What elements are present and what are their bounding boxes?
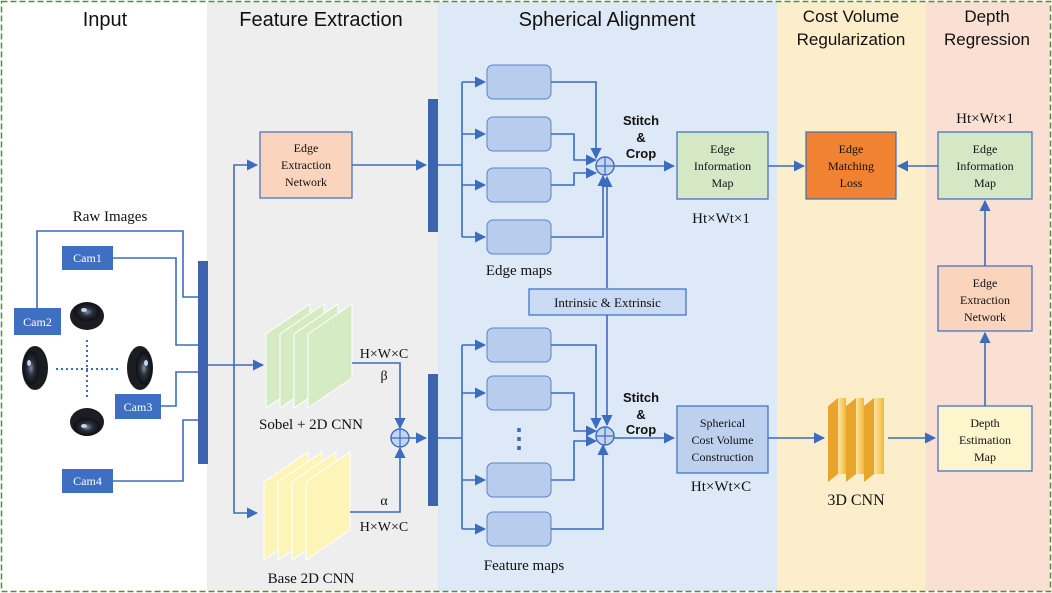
edge-maps-label: Edge maps: [486, 263, 552, 279]
section-title-input: Input: [83, 9, 128, 31]
feature-maps-label: Feature maps: [484, 558, 565, 574]
svg-text:Construction: Construction: [692, 450, 754, 464]
svg-text:Loss: Loss: [840, 176, 863, 190]
feature-map: [486, 327, 552, 363]
sobel-label: Sobel + 2D CNN: [259, 417, 363, 433]
sobel-cnn-stack: [265, 303, 353, 409]
svg-text:Cam2: Cam2: [23, 315, 52, 329]
edge-map: [486, 116, 552, 152]
feature-map: [486, 375, 552, 411]
cam3-box: Cam3: [115, 394, 161, 419]
stitch-crop-top-2: &: [636, 130, 645, 145]
svg-text:Intrinsic & Extrinsic: Intrinsic & Extrinsic: [554, 295, 661, 310]
feature-map: [486, 511, 552, 547]
plus-circle-icon: [595, 426, 615, 446]
svg-text:Edge: Edge: [973, 276, 998, 290]
raw-images-label: Raw Images: [73, 209, 148, 225]
stitch-crop-bottom-2: &: [636, 407, 645, 422]
dims-bottom: H×W×C: [360, 520, 408, 535]
depth-edge-information-map-box: Edge Information Map: [937, 131, 1033, 200]
depth-estimation-map-box: Depth Estimation Map: [937, 405, 1033, 472]
svg-text:Map: Map: [974, 176, 996, 190]
svg-text:Information: Information: [956, 159, 1013, 173]
svg-text:Spherical: Spherical: [700, 416, 746, 430]
svg-text:Map: Map: [712, 176, 734, 190]
section-title-costvol-2: Regularization: [797, 30, 906, 49]
cam2-box: Cam2: [14, 308, 61, 335]
spherical-cost-volume-box: Spherical Cost Volume Construction: [676, 405, 769, 474]
plus-circle-icon: [595, 156, 615, 176]
svg-text:Network: Network: [964, 310, 1006, 324]
dims-cost-volume: Ht×Wt×C: [691, 479, 751, 495]
stitch-crop-bottom-1: Stitch: [623, 390, 659, 405]
svg-text:Edge: Edge: [973, 142, 998, 156]
cam4-box: Cam4: [62, 469, 113, 493]
edge-map-boxes: [486, 64, 552, 255]
base-label: Base 2D CNN: [268, 571, 355, 587]
section-title-feature: Feature Extraction: [239, 9, 402, 31]
svg-text:Network: Network: [285, 175, 327, 189]
svg-text:Extraction: Extraction: [960, 293, 1010, 307]
fisheye-lens-icon: [70, 408, 104, 436]
feature-map-boxes: [486, 327, 552, 547]
svg-text:Cost Volume: Cost Volume: [692, 433, 754, 447]
svg-text:Information: Information: [694, 159, 751, 173]
svg-text:Extraction: Extraction: [281, 158, 331, 172]
svg-text:Matching: Matching: [828, 159, 874, 173]
base-cnn-stack: [263, 451, 351, 561]
section-title-alignment: Spherical Alignment: [519, 9, 696, 31]
stitch-crop-top-3: Crop: [626, 146, 656, 161]
svg-text:Estimation: Estimation: [959, 433, 1011, 447]
svg-text:Edge: Edge: [839, 142, 864, 156]
svg-text:Map: Map: [974, 450, 996, 464]
3d-cnn-stack: [828, 398, 884, 482]
section-title-depth-1: Depth: [964, 7, 1009, 26]
dims-edge-info: Ht×Wt×1: [692, 211, 750, 227]
section-title-depth-2: Regression: [944, 30, 1030, 49]
svg-text:Depth: Depth: [970, 416, 999, 430]
dims-top: H×W×C: [360, 347, 408, 362]
intrinsic-extrinsic-box: Intrinsic & Extrinsic: [528, 288, 687, 316]
cam1-box: Cam1: [62, 246, 113, 270]
section-title-costvol-1: Cost Volume: [803, 7, 899, 26]
edge-extraction-network-box: Edge Extraction Network: [259, 131, 353, 199]
feature-map: [486, 462, 552, 498]
fisheye-lens-icon: [22, 346, 48, 390]
edge-map: [486, 219, 552, 255]
alpha-label: α: [380, 494, 388, 509]
svg-text:Cam1: Cam1: [73, 251, 102, 265]
svg-text:Cam3: Cam3: [124, 400, 153, 414]
edge-information-map-box: Edge Information Map: [676, 131, 769, 200]
edge-matching-loss-box: Edge Matching Loss: [805, 131, 897, 200]
feature-split-bar: [428, 374, 438, 506]
svg-text:Edge: Edge: [294, 141, 319, 155]
edge-map: [486, 167, 552, 203]
plus-circle-icon: [390, 428, 410, 448]
edge-map: [486, 64, 552, 100]
fisheye-lens-icon: [70, 302, 104, 330]
depth-edge-extraction-network-box: Edge Extraction Network: [937, 265, 1033, 332]
fisheye-lens-icon: [127, 346, 153, 390]
svg-text:Edge: Edge: [710, 142, 735, 156]
beta-label: β: [380, 369, 387, 384]
stitch-crop-top-1: Stitch: [623, 113, 659, 128]
svg-text:Cam4: Cam4: [73, 474, 102, 488]
stitch-crop-bottom-3: Crop: [626, 422, 656, 437]
section-costvol-bg: [777, 2, 926, 591]
input-concat-bar: [198, 261, 208, 464]
feature-dots: ⋮: [506, 424, 532, 453]
dims-depth-top: Ht×Wt×1: [956, 111, 1014, 127]
3d-cnn-label: 3D CNN: [827, 492, 885, 509]
edge-split-bar: [428, 99, 438, 232]
